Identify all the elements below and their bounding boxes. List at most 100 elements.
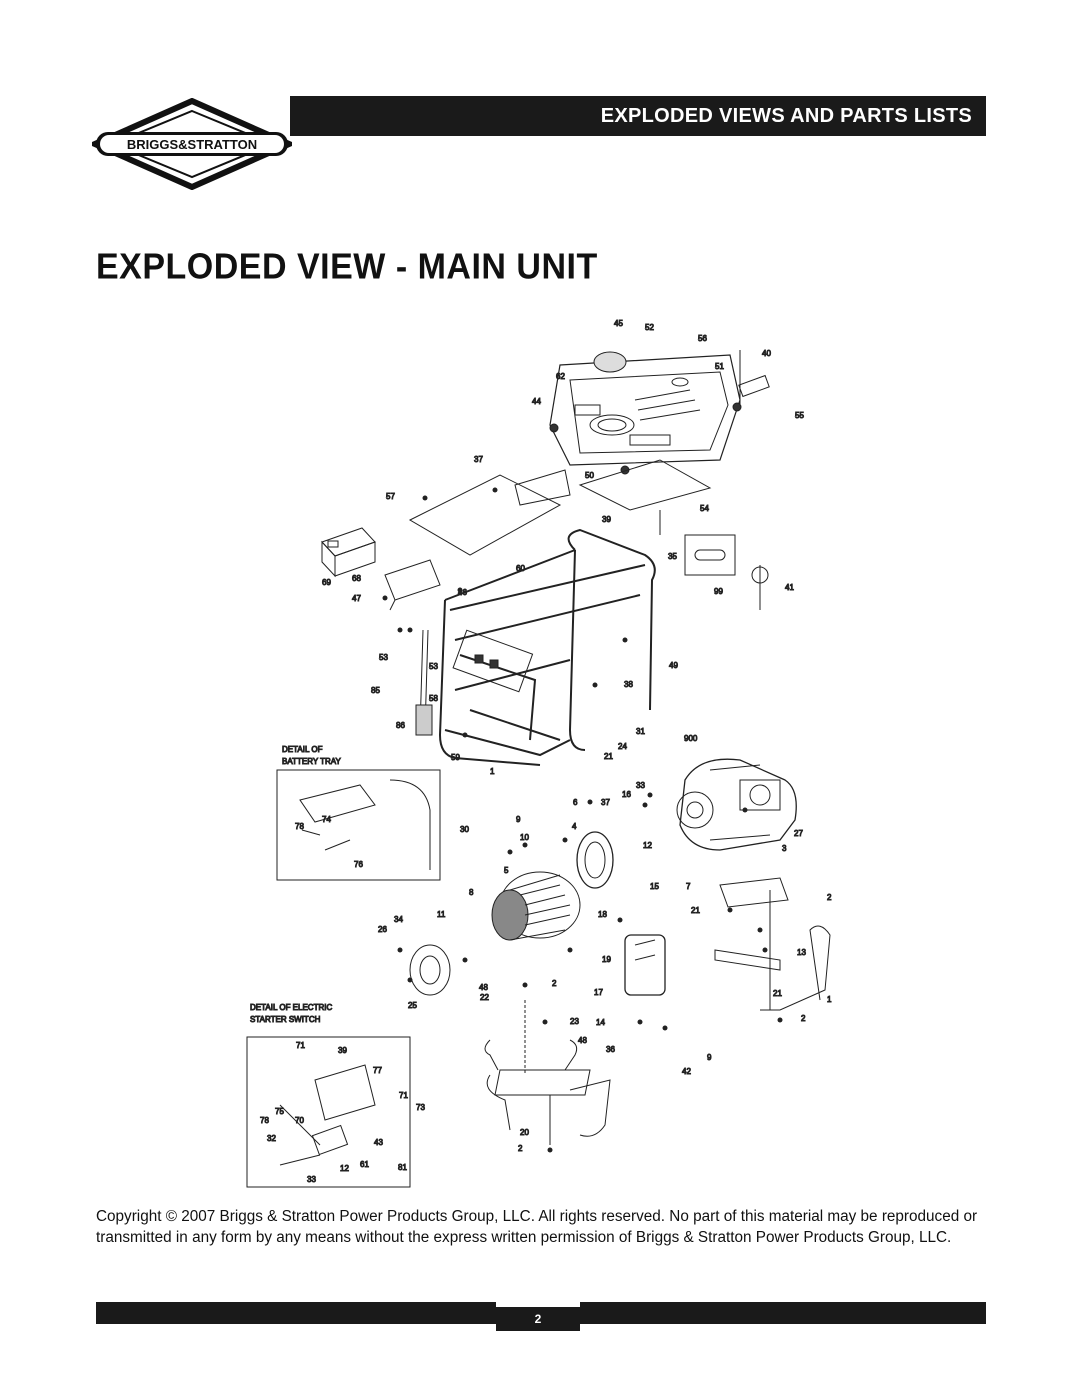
part-label: 46 [458, 588, 467, 597]
part-label: 52 [645, 323, 654, 332]
part-label: 41 [785, 583, 794, 592]
engine [676, 758, 797, 851]
part-label: 71 [296, 1041, 305, 1050]
part-label: 37 [474, 455, 483, 464]
part-label: 76 [354, 860, 363, 869]
part-label: 2 [518, 1144, 523, 1153]
part-label: 7 [686, 882, 691, 891]
part-label: 3 [782, 844, 787, 853]
part-label: 20 [520, 1128, 529, 1137]
part-label: 58 [429, 694, 438, 703]
part-label: 12 [643, 841, 652, 850]
part-label: 34 [394, 915, 403, 924]
detail-starter-switch-line2: STARTER SWITCH [250, 1015, 321, 1024]
part-label: 99 [714, 587, 723, 596]
footer-bar-right [580, 1302, 986, 1324]
part-label: 26 [378, 925, 387, 934]
part-label: 42 [682, 1067, 691, 1076]
detail-battery-tray-line2: BATTERY TRAY [282, 757, 341, 766]
part-label: 61 [360, 1160, 369, 1169]
part-label: 74 [322, 815, 331, 824]
page-number: 2 [496, 1307, 580, 1331]
part-label: 39 [338, 1046, 347, 1055]
part-label: 5 [504, 866, 509, 875]
part-label: 49 [669, 661, 678, 670]
part-label: 62 [556, 372, 565, 381]
part-label: 2 [827, 893, 832, 902]
part-label: 27 [794, 829, 803, 838]
part-label: 78 [295, 822, 304, 831]
part-label: 32 [267, 1134, 276, 1143]
part-label: 48 [479, 983, 488, 992]
part-label: 19 [602, 955, 611, 964]
part-label: 22 [480, 993, 489, 1002]
part-label: 69 [322, 578, 331, 587]
frame [438, 528, 656, 766]
part-label: 59 [451, 753, 460, 762]
part-label: 33 [636, 781, 645, 790]
part-label: 9 [516, 815, 521, 824]
part-label: 1 [827, 995, 832, 1004]
part-label: 73 [416, 1103, 425, 1112]
part-label: 11 [437, 910, 446, 919]
part-label: 36 [606, 1045, 615, 1054]
part-label: 39 [602, 515, 611, 524]
page-title: EXPLODED VIEW - MAIN UNIT [96, 247, 598, 287]
section-header-bar: EXPLODED VIEWS AND PARTS LISTS [290, 96, 986, 136]
part-label: 1 [490, 767, 495, 776]
part-label: 8 [469, 888, 474, 897]
part-label: 60 [516, 564, 525, 573]
part-label: 14 [596, 1018, 605, 1027]
part-label: 48 [578, 1036, 587, 1045]
part-label: 78 [260, 1116, 269, 1125]
part-label: 15 [650, 882, 659, 891]
part-label: 6 [573, 798, 578, 807]
part-label: 23 [570, 1017, 579, 1026]
part-label: 17 [594, 988, 603, 997]
part-label: 21 [604, 752, 613, 761]
part-label: 54 [700, 504, 709, 513]
part-label: 40 [762, 349, 771, 358]
part-label: 53 [379, 653, 388, 662]
part-label: 71 [399, 1091, 408, 1100]
part-label: 44 [532, 397, 541, 406]
part-label: 10 [520, 833, 529, 842]
part-label: 37 [601, 798, 610, 807]
detail-battery-tray-line1: DETAIL OF [282, 745, 323, 754]
alternator [491, 871, 581, 941]
part-label: 24 [618, 742, 627, 751]
part-label: 53 [429, 662, 438, 671]
section-title: EXPLODED VIEWS AND PARTS LISTS [600, 104, 972, 127]
part-label: 68 [352, 574, 361, 583]
part-label: 16 [622, 790, 631, 799]
part-label: 35 [668, 552, 677, 561]
part-label: 75 [275, 1107, 284, 1116]
part-label: 2 [801, 1014, 806, 1023]
part-label: 4 [572, 822, 577, 831]
part-label: 51 [715, 362, 724, 371]
battery [321, 527, 376, 578]
part-label: 43 [374, 1138, 383, 1147]
detail-starter-switch-line1: DETAIL OF ELECTRIC [250, 1003, 332, 1012]
part-label: 70 [295, 1116, 304, 1125]
part-label: 2 [552, 979, 557, 988]
part-label: 56 [698, 334, 707, 343]
part-label: 21 [691, 906, 700, 915]
part-label: 85 [371, 686, 380, 695]
part-label: 13 [797, 948, 806, 957]
logo-text: BRIGGS&STRATTON [127, 137, 257, 152]
part-label: 45 [614, 319, 623, 328]
briggs-stratton-logo: BRIGGS&STRATTON [87, 97, 297, 191]
fuel-tank [549, 351, 742, 475]
part-label: 900 [684, 734, 698, 743]
exploded-view-diagram: DETAIL OF BATTERY TRAY DETAIL OF ELECTRI… [240, 310, 840, 1190]
part-label: 12 [340, 1164, 349, 1173]
part-label: 47 [352, 594, 361, 603]
part-label: 38 [624, 680, 633, 689]
part-label: 77 [373, 1066, 382, 1075]
part-label: 18 [598, 910, 607, 919]
part-label: 33 [307, 1175, 316, 1184]
part-label: 9 [707, 1053, 712, 1062]
part-label: 55 [795, 411, 804, 420]
part-label: 31 [636, 727, 645, 736]
